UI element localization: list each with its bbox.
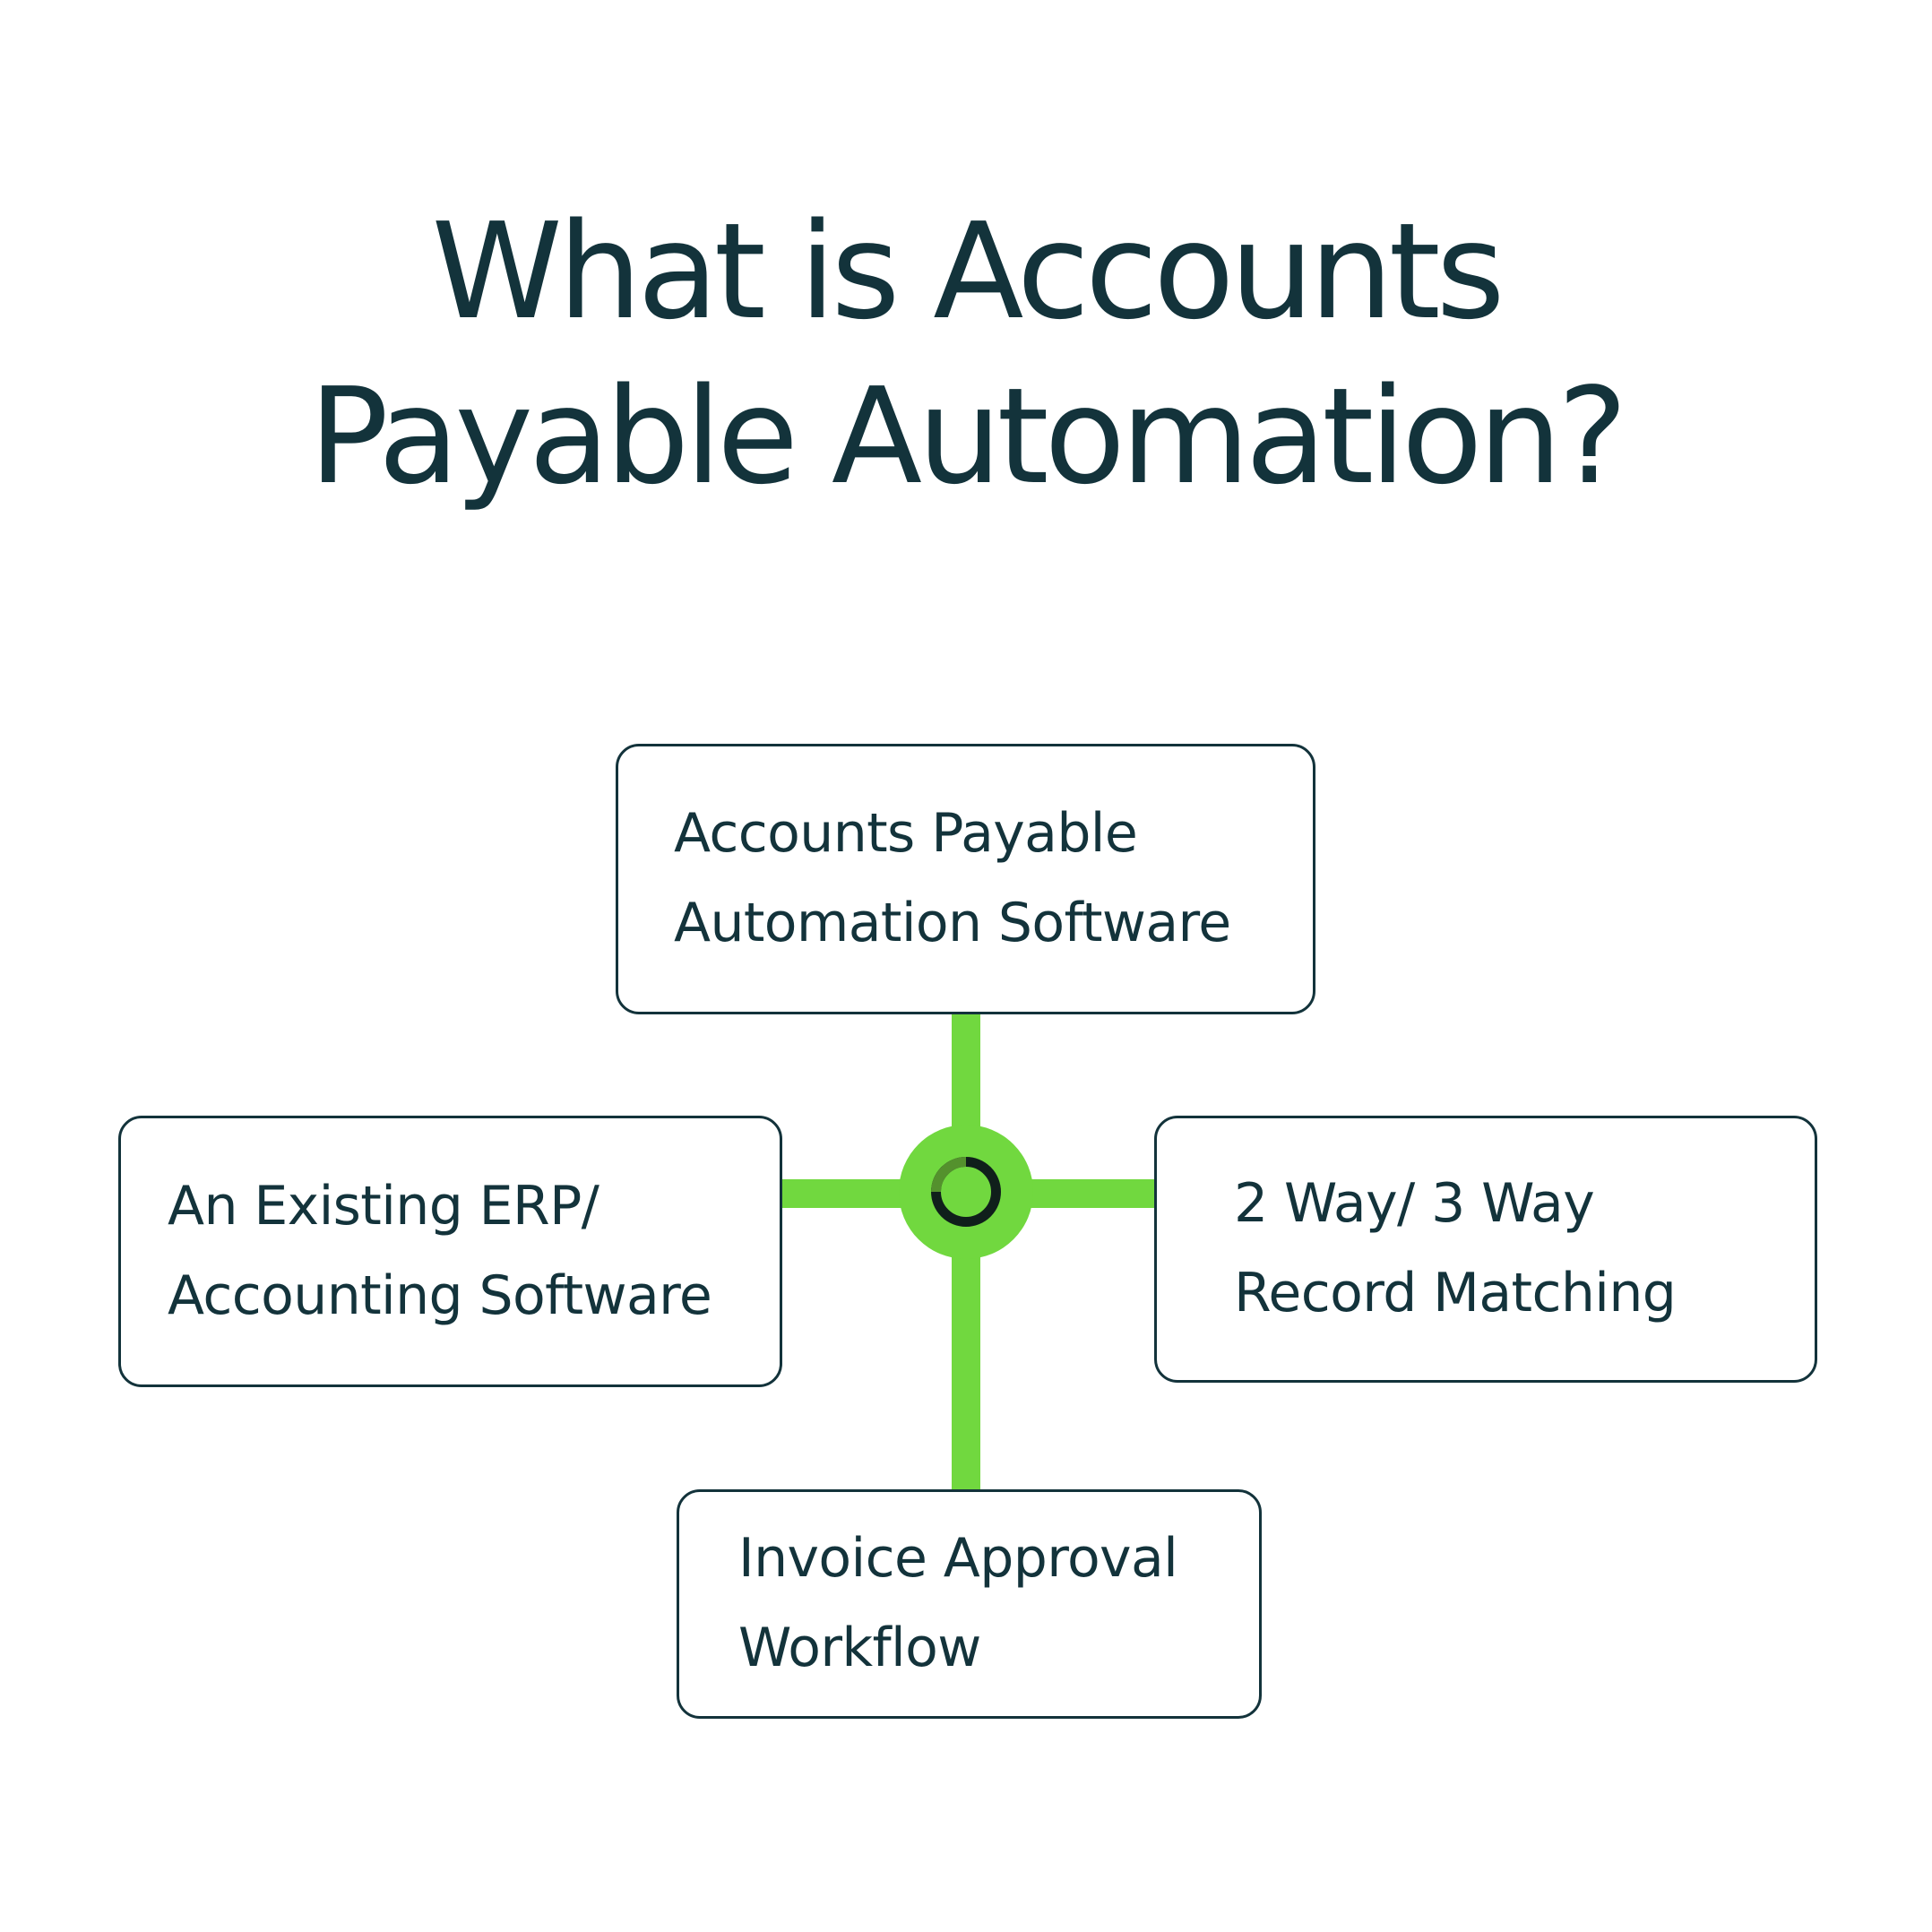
node-text-line: Invoice Approval <box>738 1527 1178 1591</box>
node-text-line: Workflow <box>738 1617 981 1679</box>
page-title: What is Accounts Payable Automation? <box>0 190 1932 519</box>
node-text-line: An Existing ERP/ <box>168 1174 599 1238</box>
hub-circle <box>899 1125 1033 1259</box>
node-text-line: Automation Software <box>674 892 1231 954</box>
node-text-line: 2 Way/ 3 Way <box>1234 1172 1595 1236</box>
node-existing-erp-accounting-software: An Existing ERP/ Accounting Software <box>118 1116 782 1387</box>
node-2way-3way-record-matching: 2 Way/ 3 Way Record Matching <box>1154 1116 1817 1383</box>
progress-ring-segment <box>916 1142 1016 1242</box>
node-invoice-approval-workflow: Invoice Approval Workflow <box>677 1489 1262 1719</box>
node-text-line: Accounts Payable <box>674 802 1138 866</box>
title-line-2: Payable Automation? <box>308 358 1628 513</box>
title-line-1: What is Accounts <box>431 194 1505 349</box>
node-text-line: Record Matching <box>1234 1262 1677 1324</box>
node-text-line: Accounting Software <box>168 1264 712 1327</box>
node-accounts-payable-automation-software: Accounts Payable Automation Software <box>616 744 1315 1014</box>
progress-ring-icon <box>916 1142 1016 1242</box>
